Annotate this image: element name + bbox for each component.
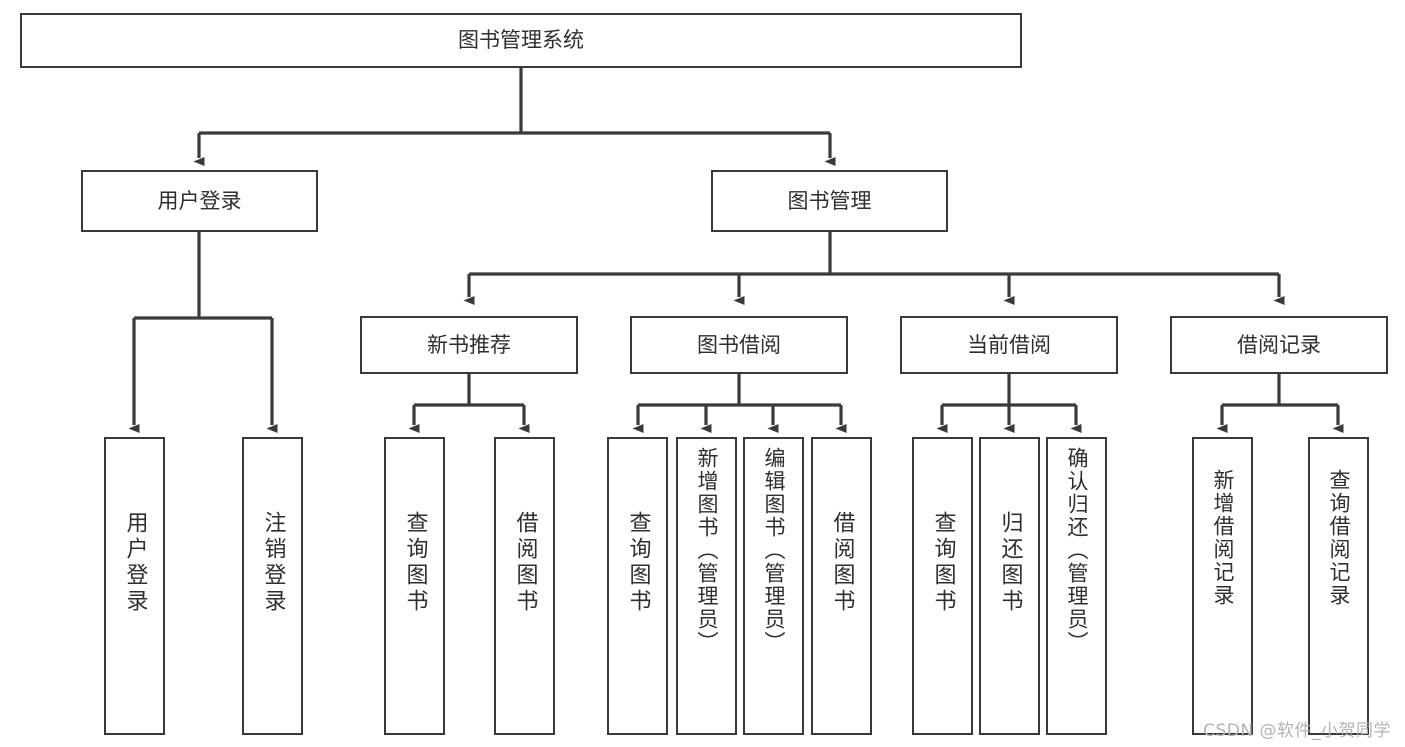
node-leaf-add-book[interactable]: 新增图书（管理员） bbox=[676, 437, 737, 735]
node-leaf-borrow-book[interactable]: 借阅图书 bbox=[811, 437, 872, 735]
node-leaf-query-borrow-record[interactable]: 查询借阅记录 bbox=[1308, 437, 1369, 735]
node-label: 查询图书 bbox=[930, 511, 956, 615]
node-label: 用户登录 bbox=[122, 511, 148, 615]
node-new-book-recommend[interactable]: 新书推荐 bbox=[360, 316, 578, 374]
node-label: 归还图书 bbox=[997, 511, 1023, 615]
node-label: 查询图书 bbox=[625, 511, 651, 615]
node-book-borrow[interactable]: 图书借阅 bbox=[630, 316, 848, 374]
node-label: 新书推荐 bbox=[427, 332, 511, 357]
node-leaf-query-book-recommend[interactable]: 查询图书 bbox=[384, 437, 445, 735]
node-current-borrow[interactable]: 当前借阅 bbox=[900, 316, 1118, 374]
node-leaf-query-book-current[interactable]: 查询图书 bbox=[912, 437, 973, 735]
node-label: 借阅图书 bbox=[512, 511, 538, 615]
node-label: 当前借阅 bbox=[967, 332, 1051, 357]
node-label: 图书管理 bbox=[787, 188, 872, 213]
node-label: 图书管理系统 bbox=[458, 28, 584, 53]
node-leaf-edit-book[interactable]: 编辑图书（管理员） bbox=[743, 437, 804, 735]
node-label: 查询图书 bbox=[402, 511, 428, 615]
node-label: 确认归还（管理员） bbox=[1065, 447, 1089, 654]
node-root-system[interactable]: 图书管理系统 bbox=[20, 13, 1022, 68]
node-leaf-borrow-book-recommend[interactable]: 借阅图书 bbox=[494, 437, 555, 735]
node-label: 图书借阅 bbox=[697, 332, 781, 357]
node-leaf-query-book-borrow[interactable]: 查询图书 bbox=[607, 437, 668, 735]
node-label: 查询借阅记录 bbox=[1327, 469, 1351, 607]
node-label: 编辑图书（管理员） bbox=[762, 447, 786, 654]
node-label: 用户登录 bbox=[157, 188, 242, 213]
node-label: 借阅记录 bbox=[1237, 332, 1321, 357]
node-borrow-record[interactable]: 借阅记录 bbox=[1170, 316, 1388, 374]
node-label: 注销登录 bbox=[260, 511, 286, 615]
node-leaf-add-borrow-record[interactable]: 新增借阅记录 bbox=[1192, 437, 1253, 735]
node-leaf-user-login[interactable]: 用户登录 bbox=[104, 437, 165, 735]
watermark-text: CSDN @软件_小贺同学 bbox=[1203, 721, 1391, 741]
node-book-management[interactable]: 图书管理 bbox=[711, 170, 948, 232]
node-leaf-confirm-return[interactable]: 确认归还（管理员） bbox=[1046, 437, 1107, 735]
node-user-login[interactable]: 用户登录 bbox=[81, 170, 318, 232]
node-label: 新增借阅记录 bbox=[1211, 469, 1235, 607]
node-label: 借阅图书 bbox=[829, 511, 855, 615]
node-leaf-return-book[interactable]: 归还图书 bbox=[979, 437, 1040, 735]
node-label: 新增图书（管理员） bbox=[695, 447, 719, 654]
node-leaf-logout-login[interactable]: 注销登录 bbox=[242, 437, 303, 735]
